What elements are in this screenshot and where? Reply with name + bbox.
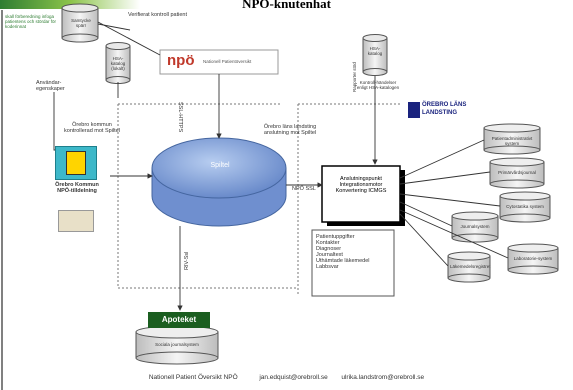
hsa-local-label: HSA-katalog (lokalt) xyxy=(110,56,126,72)
topleft-note: skall förberedning infoga patientens och… xyxy=(5,14,57,30)
county-logo-icon xyxy=(408,102,420,118)
footer-email-2[interactable]: ulrika.landstrom@orebroll.se xyxy=(341,374,425,381)
info-item: Uthämtade läkemedel xyxy=(316,258,370,264)
npo-box xyxy=(159,49,279,75)
info-item: Patientuppgifter xyxy=(316,234,355,240)
page-title: NPÖ-knutenhat xyxy=(242,0,331,11)
gateway-label: Anslutningspunkt Integrationsmotor Konve… xyxy=(335,176,387,194)
spiltel-label: Spiltel xyxy=(210,162,230,169)
footer-title: Nationell Patient Översikt NPÖ xyxy=(148,374,238,381)
left-arrow-label: SSL-HTTPS xyxy=(177,102,183,133)
info-item: Diagnoser xyxy=(316,246,342,252)
county-connection-label: Örebro läns landsting anslutning mot Spi… xyxy=(263,124,317,137)
footer-email-1[interactable]: jan.edquist@orebroll.se xyxy=(259,374,328,381)
user-props-label: Användar-egenskaper xyxy=(36,80,65,93)
info-item: Labbsvar xyxy=(316,264,339,270)
coat-of-arms-icon xyxy=(66,151,86,175)
right-db-3-label: Cytostatika system xyxy=(506,204,544,209)
county-logo-line2: LANDSTING xyxy=(422,110,457,116)
right-db-3 xyxy=(499,191,551,223)
hsa-verification-label: Kontroll-händelser enligt HSA-katalogen xyxy=(356,80,400,91)
right-db-6 xyxy=(447,251,491,283)
county-logo: ÖREBRO LÄNS LANDSTING xyxy=(408,100,468,122)
right-db-2 xyxy=(489,157,545,189)
npo-logo: npö Nationell Patientöversikt xyxy=(163,52,275,72)
municipality-name: Örebro Kommun NPÖ-tilldelning xyxy=(55,182,99,195)
municipality-image xyxy=(55,146,97,180)
county-logo-line1: ÖREBRO LÄNS xyxy=(422,102,467,108)
right-db-5-label: Laboratorie-system xyxy=(513,256,553,261)
right-db-2-label: Primärvårdsjournal xyxy=(498,170,536,175)
right-db-1-label: Patientadministrativt system xyxy=(491,136,533,147)
consent-database xyxy=(61,3,99,43)
bottom-arrow-label: RIV-Ssl xyxy=(184,251,190,270)
npo-logo-text: npö xyxy=(167,52,195,69)
hsa-catalog-label: HSA-katalog xyxy=(367,46,383,57)
bottom-db-label: Sociala journalsystem xyxy=(155,342,199,347)
npo-logo-subtitle: Nationell Patientöversikt xyxy=(203,59,252,64)
consent-db-label: Samtycke spärr xyxy=(71,18,91,29)
hsa-catalog-database xyxy=(362,34,388,76)
apoteket-logo: Apoteket xyxy=(148,312,210,328)
right-arrow-label: Rapporter stöd xyxy=(352,62,357,92)
verify-patient-label: Verifierat kontroll patient xyxy=(128,12,188,18)
right-db-1 xyxy=(483,123,541,155)
right-db-4 xyxy=(451,211,499,243)
id-card-icon xyxy=(58,210,94,232)
npo-ssl-label: NPÖ SSL xyxy=(292,186,316,192)
gateway-box xyxy=(321,165,401,223)
footer: Nationell Patient Översikt NPÖ jan.edqui… xyxy=(0,374,573,381)
right-db-4-label: Journalsystem xyxy=(460,224,490,229)
info-item: Journaltext xyxy=(316,252,343,258)
info-list-box xyxy=(311,229,395,297)
right-db-5 xyxy=(507,243,559,275)
bottom-database xyxy=(135,325,219,365)
hsa-local-database xyxy=(105,42,131,84)
info-list: Patientuppgifter Kontakter Diagnoser Jou… xyxy=(316,234,392,270)
right-db-6-label: Läkemedelsregistret xyxy=(450,264,491,269)
info-item: Kontakter xyxy=(316,240,340,246)
spiltel-hub xyxy=(151,137,287,227)
municipality-connection-label: Örebro kommun kontrollerad mot Spiltel xyxy=(64,122,120,135)
